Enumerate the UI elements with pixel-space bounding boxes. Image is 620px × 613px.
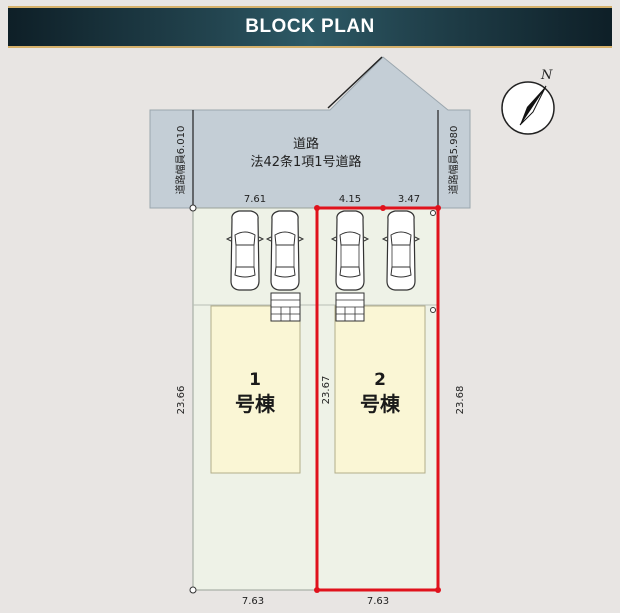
road-width-left: 道路幅員6.010 (174, 126, 187, 195)
boundary-markers (189, 204, 441, 594)
dim-frontage-2b: 3.47 (398, 194, 420, 205)
lot-2-highlight (315, 206, 440, 592)
dim-frontage-1: 7.61 (244, 194, 266, 205)
dim-left-depth: 23.66 (176, 386, 187, 415)
building-1-number: 1 (249, 370, 261, 390)
dim-bottom-2: 7.63 (367, 596, 389, 607)
title-banner: BLOCK PLAN (8, 6, 612, 48)
car-icon (226, 210, 264, 291)
road-name: 道路 (293, 136, 319, 152)
road-classification: 法42条1項1号道路 (250, 154, 361, 170)
dim-bottom-1: 7.63 (242, 596, 264, 607)
compass-arrow-tail (519, 85, 547, 126)
building-2-label: 号棟 (360, 392, 401, 416)
building-1-label: 号棟 (235, 392, 276, 416)
entrance-steps-2 (335, 292, 365, 322)
building-1 (210, 305, 301, 474)
dim-frontage-2a: 4.15 (339, 194, 361, 205)
page-title: BLOCK PLAN (245, 16, 375, 37)
entrance-steps-1 (270, 292, 301, 322)
road-width-right: 道路幅員5.980 (447, 126, 460, 195)
dim-right-depth: 23.68 (455, 386, 466, 415)
compass-north-label: N (540, 68, 553, 83)
road-edge-line (327, 56, 383, 109)
building-2-number: 2 (374, 370, 386, 390)
dim-middle-depth: 23.67 (321, 376, 332, 405)
building-2 (334, 305, 426, 474)
car-icon (266, 210, 304, 291)
car-icon (331, 210, 369, 291)
compass: N (501, 68, 555, 135)
road-area (149, 56, 471, 209)
car-icon (382, 210, 420, 291)
